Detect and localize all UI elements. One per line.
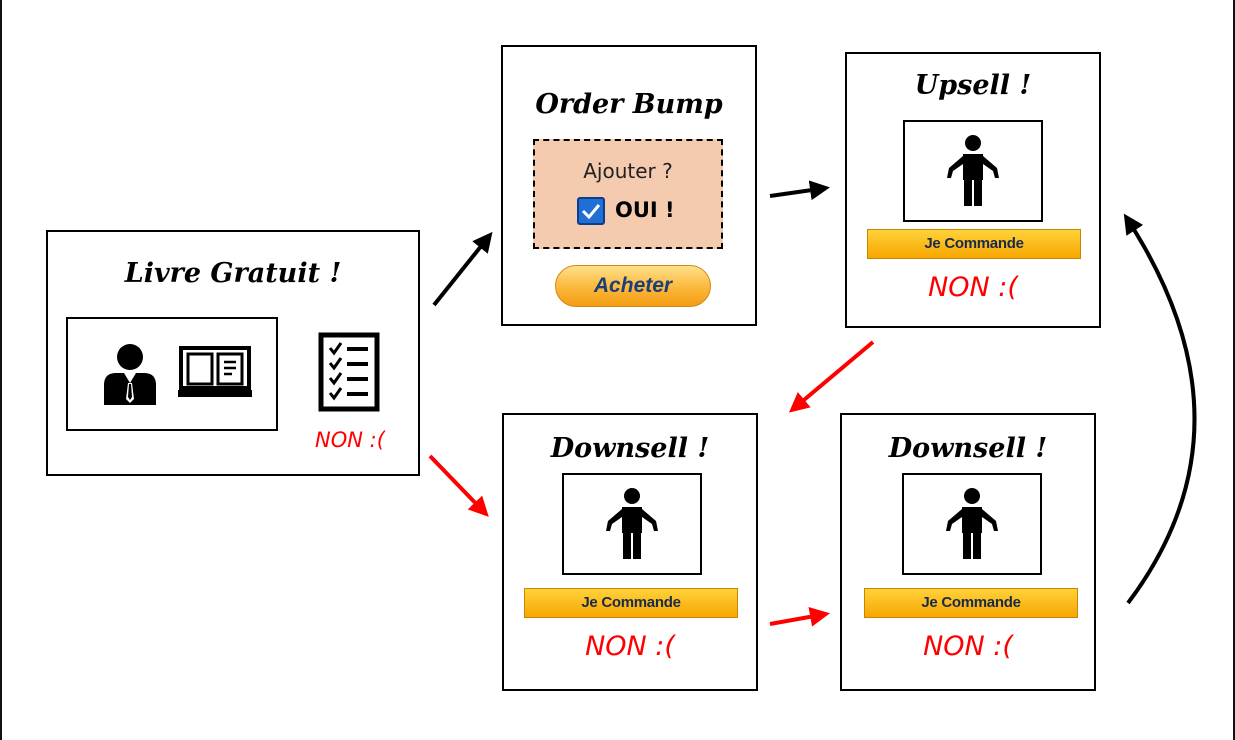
bump-checkbox[interactable] (577, 197, 605, 225)
arrow-upsell-to-downsell (788, 340, 875, 413)
book-icon (178, 346, 252, 397)
je-commande-button[interactable]: Je Commande (524, 588, 738, 618)
frame-right-border (1233, 0, 1235, 740)
bump-checkbox-label: OUI ! (615, 198, 675, 222)
arrow-downsell-to-downsell (769, 606, 830, 627)
node-title: Downsell ! (888, 433, 1048, 464)
checklist-icon (318, 332, 380, 412)
arrow-livre-to-order-bump (432, 231, 493, 307)
non-label: NON :( (923, 631, 1013, 662)
bump-offer-box: Ajouter ? OUI ! (533, 139, 723, 249)
je-commande-button[interactable]: Je Commande (864, 588, 1078, 618)
je-commande-button[interactable]: Je Commande (867, 229, 1081, 259)
lead-magnet-frame (66, 317, 278, 431)
acheter-button[interactable]: Acheter (555, 265, 711, 307)
businessman-icon (104, 344, 156, 405)
node-downsell-1: Downsell ! Je Commande NON :( (502, 413, 758, 691)
person-shrug-icon (946, 488, 998, 559)
arrow-downsell-to-upsell (1123, 213, 1197, 605)
non-label: NON :( (585, 631, 675, 662)
person-shrug-icon (947, 135, 999, 206)
node-title: Order Bump (535, 89, 723, 120)
frame-left-border (0, 0, 2, 740)
node-upsell: Upsell ! Je Commande NON :( (845, 52, 1101, 328)
node-order-bump: Order Bump Ajouter ? OUI ! Acheter (501, 45, 757, 326)
offer-image-frame (902, 473, 1042, 575)
bump-question: Ajouter ? (583, 159, 673, 183)
arrow-livre-to-downsell (428, 454, 489, 517)
node-title: Downsell ! (550, 433, 710, 464)
node-title: Upsell ! (914, 70, 1032, 101)
node-downsell-2: Downsell ! Je Commande NON :( (840, 413, 1096, 691)
arrow-order-bump-to-upsell (769, 180, 830, 201)
person-shrug-icon (606, 488, 658, 559)
node-livre-gratuit: Livre Gratuit ! NON :( (46, 230, 420, 476)
offer-image-frame (562, 473, 702, 575)
non-label: NON :( (928, 272, 1018, 303)
node-title: Livre Gratuit ! (124, 258, 342, 289)
checkbox-checked-icon (581, 204, 601, 220)
non-label: NON :( (315, 428, 385, 452)
offer-image-frame (903, 120, 1043, 222)
